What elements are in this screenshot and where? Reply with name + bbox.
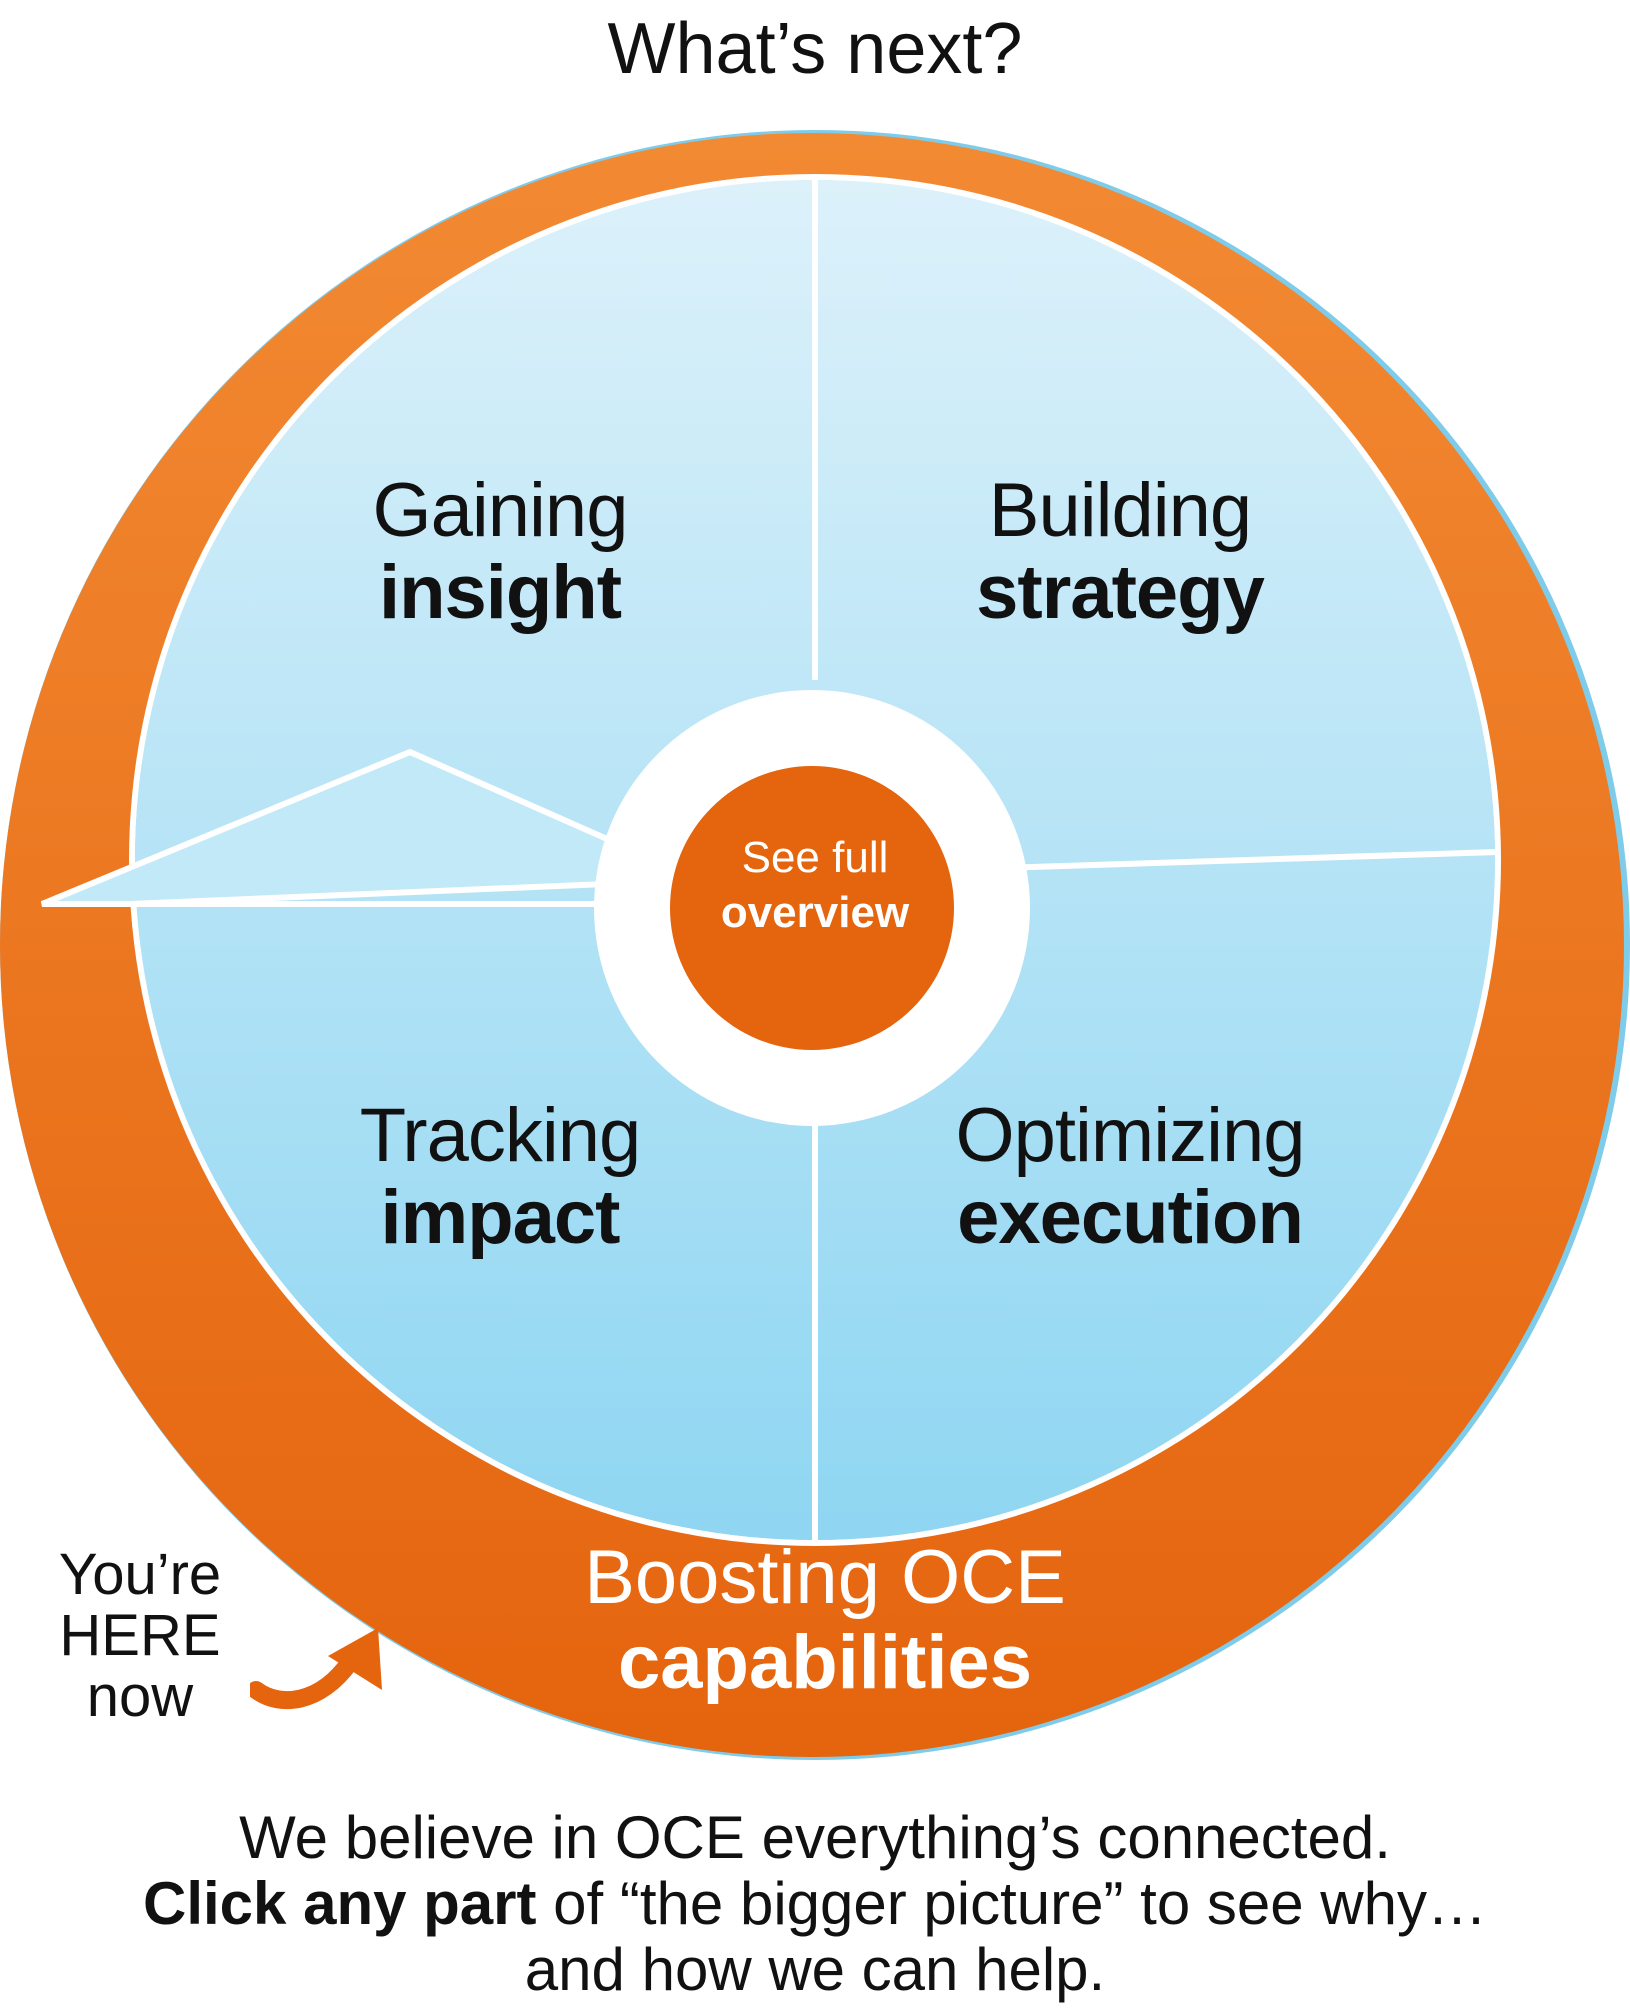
quadrant-title-light: Tracking xyxy=(359,1093,642,1178)
footer-line-2-rest: of “the bigger picture” to see why… xyxy=(536,1870,1487,1937)
quadrant-title-light: Gaining xyxy=(372,468,629,553)
page-title: What’s next? xyxy=(607,9,1023,89)
curved-arrow-icon xyxy=(250,1628,382,1710)
here-note-line: now xyxy=(86,1663,194,1729)
center-label-bold: overview xyxy=(720,888,910,937)
quadrant-title-bold: impact xyxy=(380,1175,621,1261)
footer-line-2: Click any part of “the bigger picture” t… xyxy=(0,1871,1630,1937)
label-tracking-impact[interactable]: Tracking impact xyxy=(240,1093,760,1261)
center-label-light: See full xyxy=(741,833,889,882)
quadrant-title-bold: execution xyxy=(957,1175,1304,1261)
ring-capabilities-label[interactable]: Boosting OCE capabilities xyxy=(500,1535,1150,1705)
footer-message: We believe in OCE everything’s connected… xyxy=(0,1805,1630,2003)
label-optimizing-execution[interactable]: Optimizing execution xyxy=(870,1093,1390,1261)
quadrant-title-bold: insight xyxy=(378,550,622,636)
label-building-strategy[interactable]: Building strategy xyxy=(860,468,1380,636)
quadrant-title-light: Building xyxy=(988,468,1252,553)
ring-label-bold: capabilities xyxy=(618,1620,1032,1706)
oce-wheel-diagram xyxy=(0,130,1630,1760)
label-gaining-insight[interactable]: Gaining insight xyxy=(240,468,760,636)
footer-line-1: We believe in OCE everything’s connected… xyxy=(239,1804,1391,1871)
here-note-line: You’re xyxy=(58,1542,222,1607)
quadrant-title-bold: strategy xyxy=(976,550,1265,636)
here-note-line: HERE xyxy=(59,1602,221,1668)
quadrant-title-light: Optimizing xyxy=(955,1093,1306,1178)
footer-line-3: and how we can help. xyxy=(524,1936,1106,2003)
center-overview-label[interactable]: See full overview xyxy=(670,830,960,940)
you-are-here-note: You’re HERE now xyxy=(30,1542,250,1729)
footer-call-to-action: Click any part xyxy=(143,1870,537,1937)
see-full-overview-button[interactable] xyxy=(670,766,954,1050)
ring-label-light: Boosting OCE xyxy=(584,1535,1066,1620)
